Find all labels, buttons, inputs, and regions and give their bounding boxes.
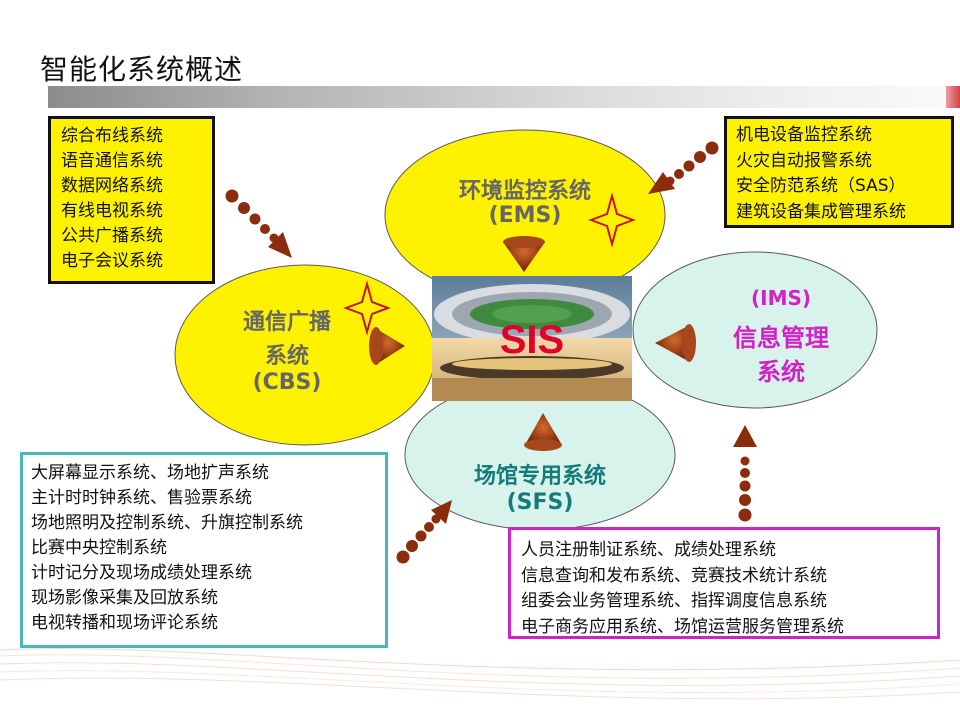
decorative-bottom-waves — [0, 648, 960, 700]
list-item: 安全防范系统（SAS） — [736, 176, 906, 196]
list-item: 火灾自动报警系统 — [736, 150, 872, 171]
list-item: 有线电视系统 — [61, 201, 163, 221]
list-item: 主计时时钟系统、售验票系统 — [31, 488, 252, 508]
list-item: 组委会业务管理系统、指挥调度信息系统 — [521, 591, 827, 611]
list-item: 比赛中央控制系统 — [31, 538, 167, 558]
cone-arrow-icon — [369, 236, 696, 451]
ims-subsystems-box: 人员注册制证系统、成绩处理系统 信息查询和发布系统、竞赛技术统计系统 组委会业务… — [508, 527, 940, 639]
list-item: 计时记分及现场成绩处理系统 — [31, 563, 252, 583]
stadium-photo — [432, 276, 632, 401]
page-title: 智能化系统概述 — [40, 53, 244, 86]
sfs-code: (SFS) — [506, 490, 574, 515]
ems-name: 环境监控系统 — [458, 179, 591, 204]
list-item: 公共广播系统 — [61, 226, 163, 246]
list-item: 人员注册制证系统、成绩处理系统 — [521, 540, 776, 560]
ims-code: (IMS) — [750, 286, 812, 310]
cbs-name: 通信广播 — [242, 310, 331, 335]
sis-center-label: SIS — [499, 318, 565, 362]
list-item: 大屏幕显示系统、场地扩声系统 — [31, 463, 269, 483]
title-underline-bar — [48, 86, 956, 108]
sfs-subsystems-box: 大屏幕显示系统、场地扩声系统 主计时时钟系统、售验票系统 场地照明及控制系统、升… — [20, 452, 388, 648]
ems-code: (EMS) — [488, 203, 562, 228]
sfs-name: 场馆专用系统 — [473, 464, 606, 489]
ems-subsystems-box: 机电设备监控系统 火灾自动报警系统 安全防范系统（SAS） 建筑设备集成管理系统 — [724, 116, 954, 228]
list-item: 场地照明及控制系统、升旗控制系统 — [31, 513, 303, 533]
list-item: 机电设备监控系统 — [736, 125, 872, 145]
list-item: 现场影像采集及回放系统 — [31, 588, 218, 608]
list-item: 电视转播和现场评论系统 — [31, 613, 218, 633]
list-item: 数据网络系统 — [61, 176, 163, 196]
title-bar-accent — [946, 86, 960, 108]
list-item: 综合布线系统 — [61, 126, 163, 146]
ims-name: 信息管理 — [733, 324, 829, 352]
ims-name-line2: 系统 — [757, 358, 805, 386]
list-item: 信息查询和发布系统、竞赛技术统计系统 — [521, 565, 827, 586]
list-item: 电子会议系统 — [61, 251, 163, 271]
stadium-photo-illustration — [432, 276, 632, 401]
sparkle-icon — [343, 192, 636, 336]
cbs-code: (CBS) — [252, 370, 322, 395]
list-item: 电子商务应用系统、场馆运营服务管理系统 — [521, 616, 844, 637]
dotted-arrow-icon — [225, 141, 757, 564]
cbs-subsystems-box: 综合布线系统 语音通信系统 数据网络系统 有线电视系统 公共广播系统 电子会议系… — [48, 116, 215, 284]
cbs-name-line2: 系统 — [264, 344, 309, 369]
ellipse-ims — [632, 251, 878, 409]
list-item: 语音通信系统 — [61, 151, 163, 171]
list-item: 建筑设备集成管理系统 — [736, 201, 906, 222]
